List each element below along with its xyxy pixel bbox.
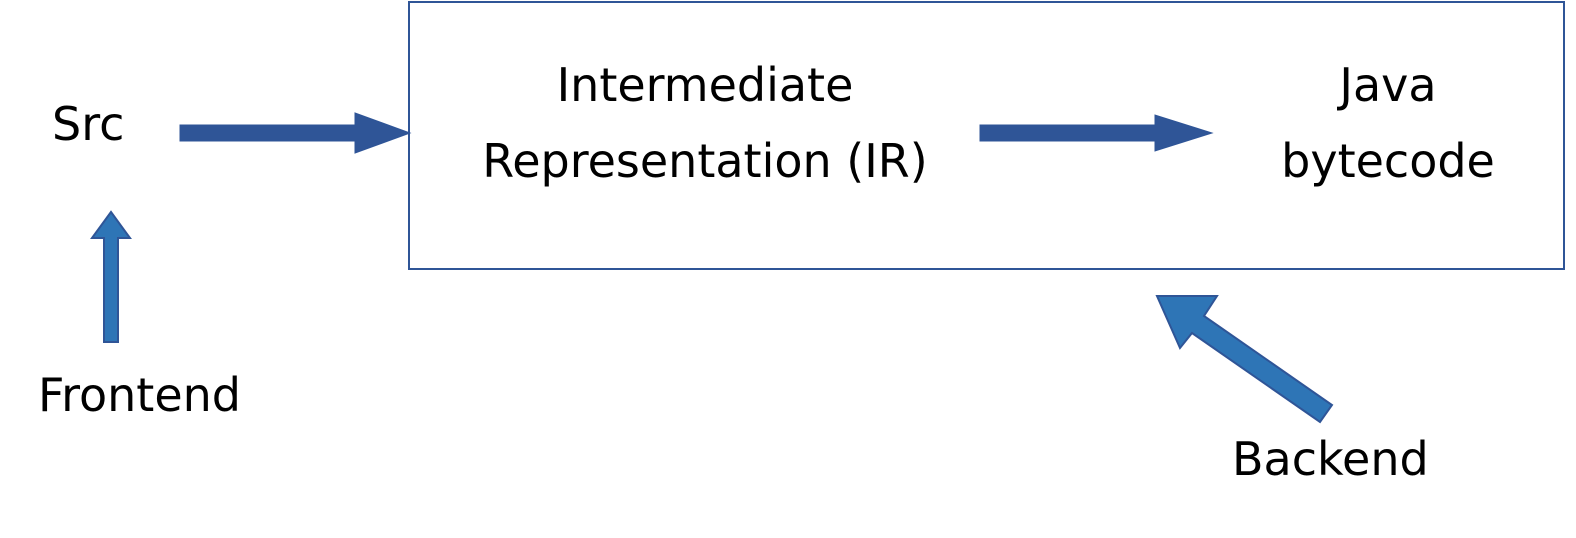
bytecode-label-line1: Java (1339, 58, 1437, 112)
backend-label: Backend (1232, 432, 1429, 486)
frontend-label: Frontend (38, 368, 242, 422)
backend-arrow (1155, 295, 1334, 424)
src-to-ir-arrow (179, 112, 412, 154)
ir-label-line1: Intermediate (556, 58, 854, 112)
src-label: Src (52, 97, 125, 151)
frontend-arrow (90, 210, 132, 343)
ir-label-line2: Representation (IR) (482, 134, 928, 188)
ir-to-bytecode-arrow (979, 114, 1214, 152)
ir-box (408, 1, 1565, 270)
bytecode-label-line2: bytecode (1281, 134, 1495, 188)
